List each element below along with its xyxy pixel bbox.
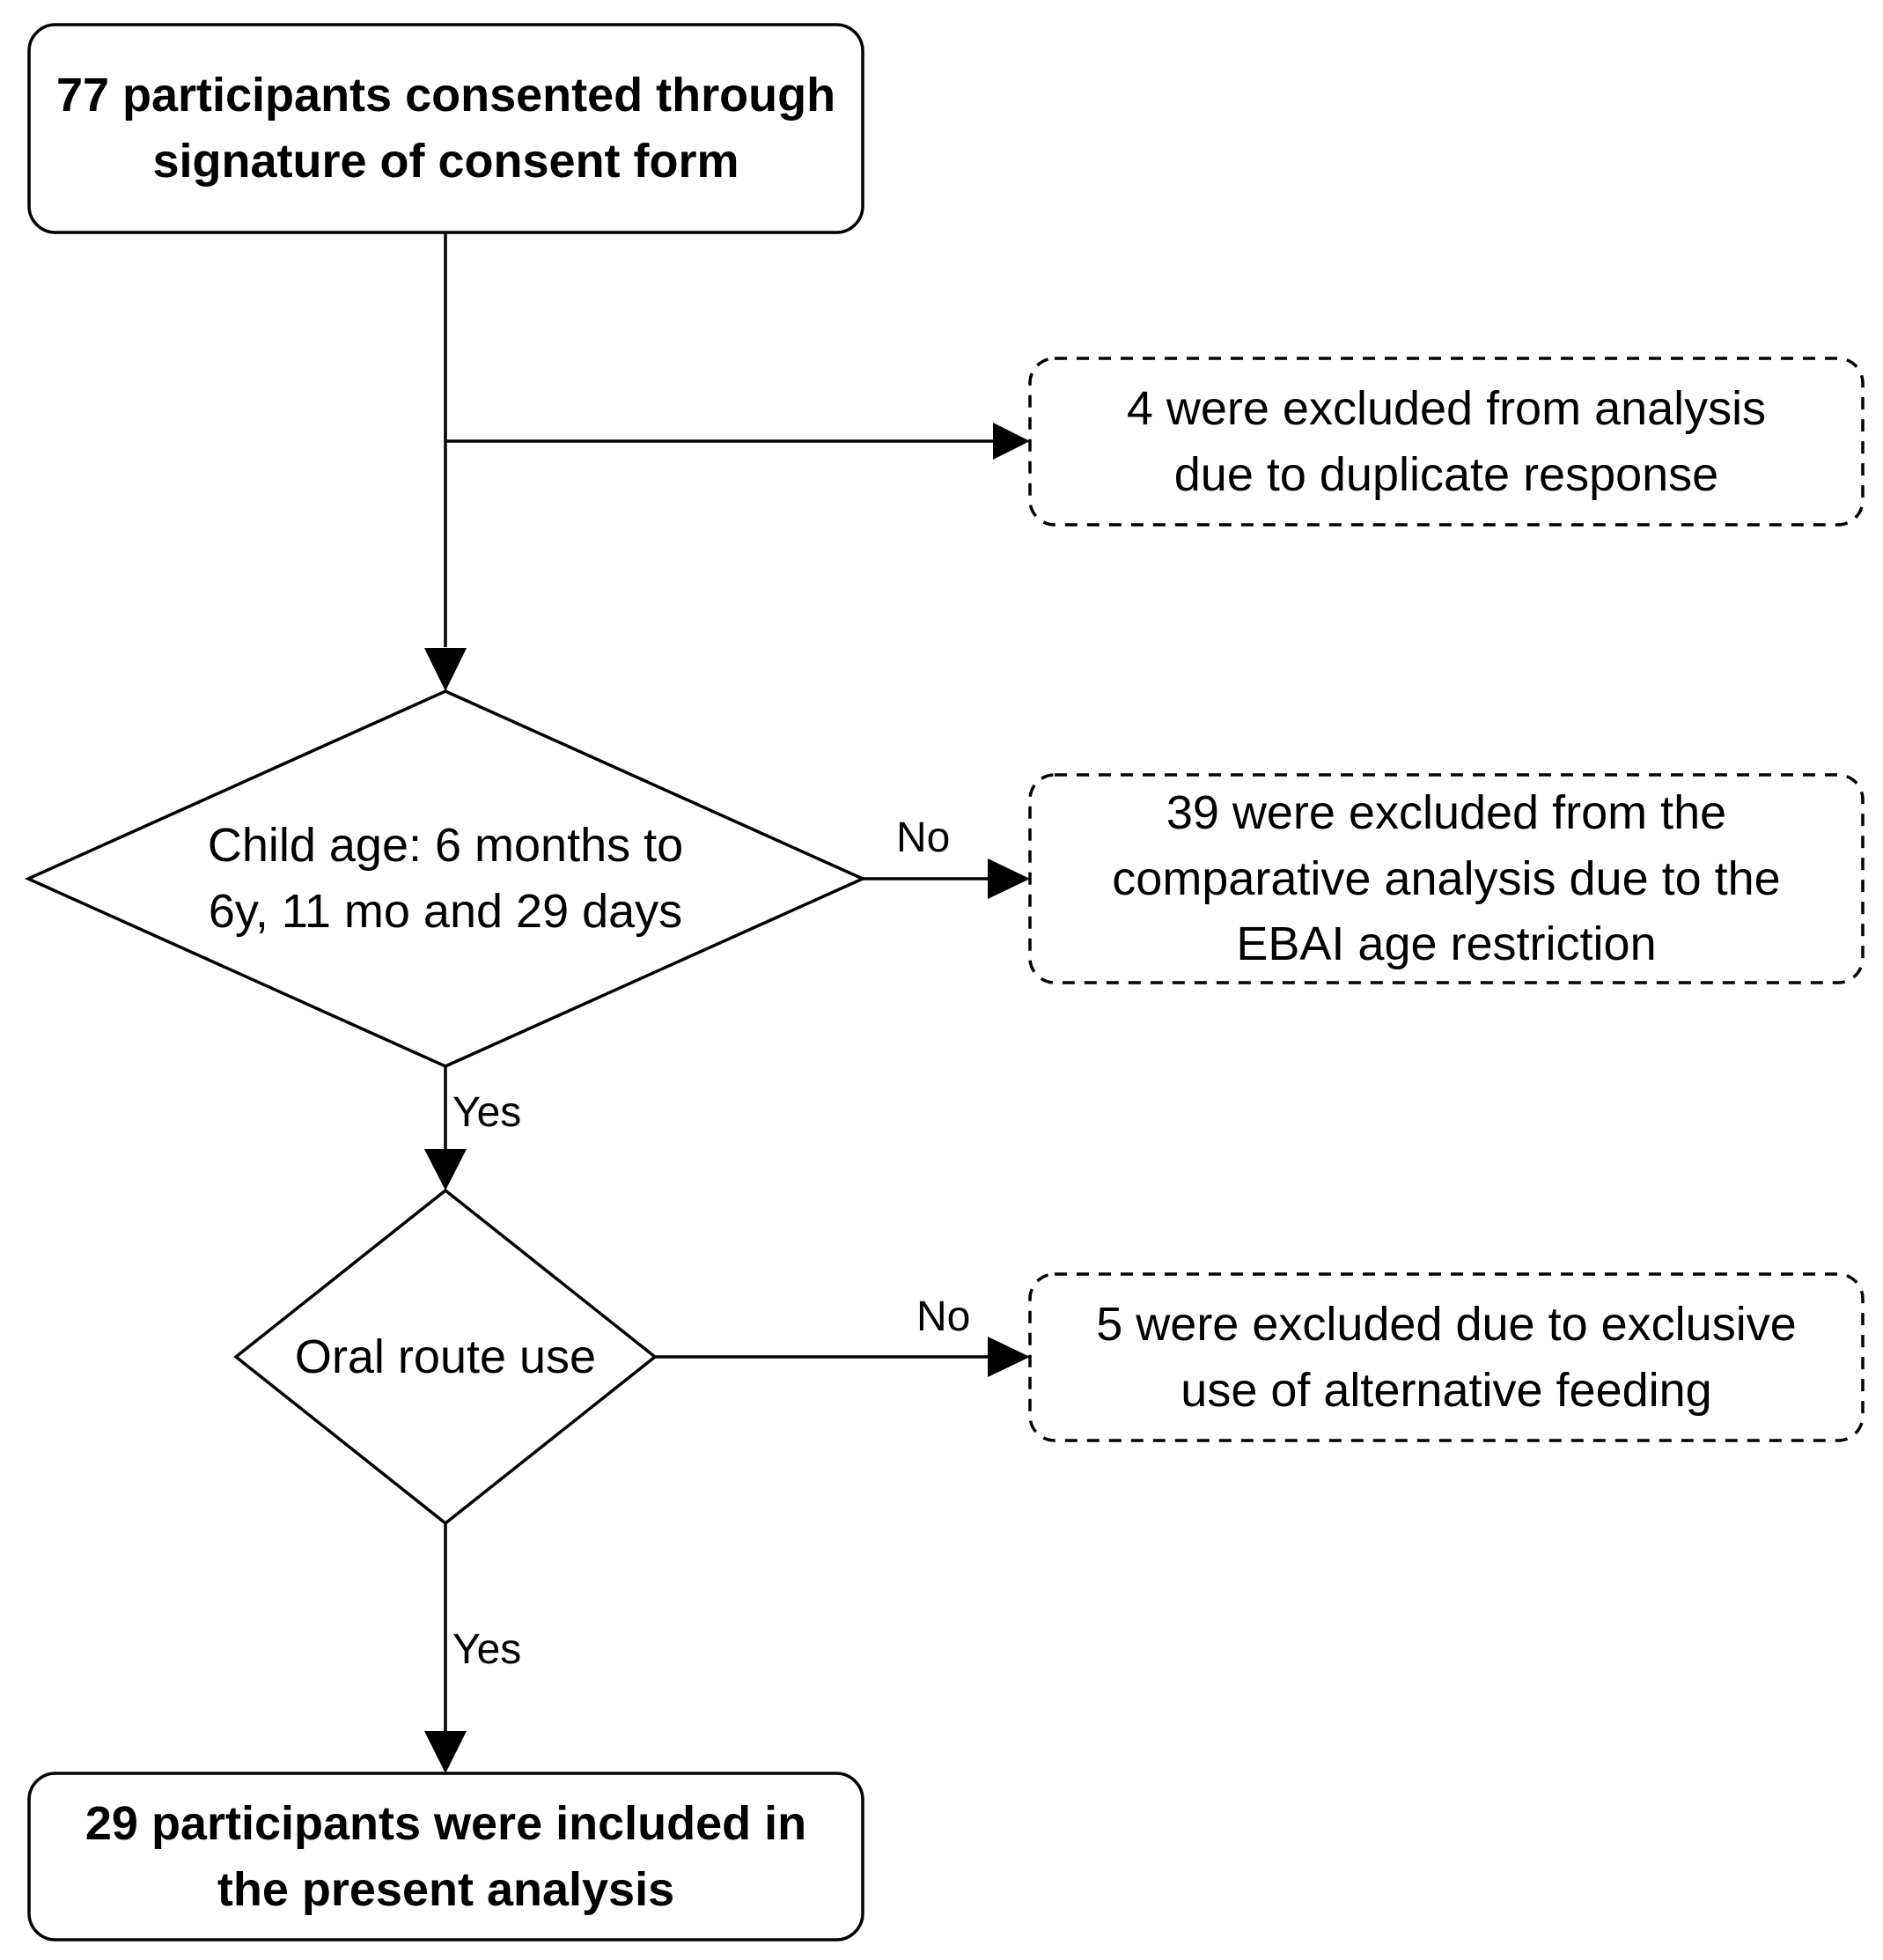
age-decision-line-2: 6y, 11 mo and 29 days xyxy=(208,885,683,938)
start-box-text: 77 participants consented through signat… xyxy=(29,25,863,232)
age-yes-label: Yes xyxy=(452,1089,522,1136)
end-box xyxy=(27,1772,864,1942)
exclusion-duplicate-box xyxy=(1028,357,1865,527)
exclusion-duplicate-line-1: 4 were excluded from analysis xyxy=(1126,381,1767,435)
exclusion-feeding-text: 5 were excluded due to exclusive use of … xyxy=(1030,1274,1863,1441)
start-line-1: 77 participants consented through xyxy=(55,69,836,122)
arrowhead-to-end xyxy=(424,1731,467,1773)
exclusion-age-line-3: EBAI age restriction xyxy=(1236,917,1657,971)
end-box-text: 29 participants were included in the pre… xyxy=(29,1773,863,1940)
exclusion-feeding-line-2: use of alternative feeding xyxy=(1181,1363,1712,1417)
age-no-label: No xyxy=(896,814,951,861)
oral-yes-label: Yes xyxy=(452,1626,522,1673)
exclusion-feeding-line-1: 5 were excluded due to exclusive xyxy=(1096,1297,1797,1351)
oral-no-label: No xyxy=(916,1293,971,1340)
arrowhead-to-age xyxy=(424,648,467,691)
end-line-2: the present analysis xyxy=(217,1862,675,1916)
end-line-1: 29 participants were included in xyxy=(85,1796,807,1850)
arrowhead-to-feeding-exclusion xyxy=(988,1337,1030,1377)
exclusion-age-text: 39 were excluded from the comparative an… xyxy=(1030,775,1863,983)
exclusion-duplicate-line-2: due to duplicate response xyxy=(1173,447,1719,501)
exclusion-age-line-1: 39 were excluded from the xyxy=(1166,786,1727,840)
start-line-2: signature of consent form xyxy=(152,135,739,188)
exclusion-feeding-box xyxy=(1028,1272,1865,1442)
age-decision-text: Child age: 6 months to 6y, 11 mo and 29 … xyxy=(141,791,750,967)
age-decision-line-1: Child age: 6 months to xyxy=(207,819,684,873)
exclusion-age-line-2: comparative analysis due to the xyxy=(1112,851,1781,905)
arrowhead-to-age-exclusion xyxy=(988,858,1030,899)
exclusion-duplicate-text: 4 were excluded from analysis due to dup… xyxy=(1030,358,1863,525)
arrowhead-to-oral xyxy=(424,1149,467,1190)
arrowhead-to-duplicate xyxy=(993,423,1030,460)
oral-decision-label: Oral route use xyxy=(294,1330,597,1383)
oral-decision-text: Oral route use xyxy=(236,1317,655,1396)
